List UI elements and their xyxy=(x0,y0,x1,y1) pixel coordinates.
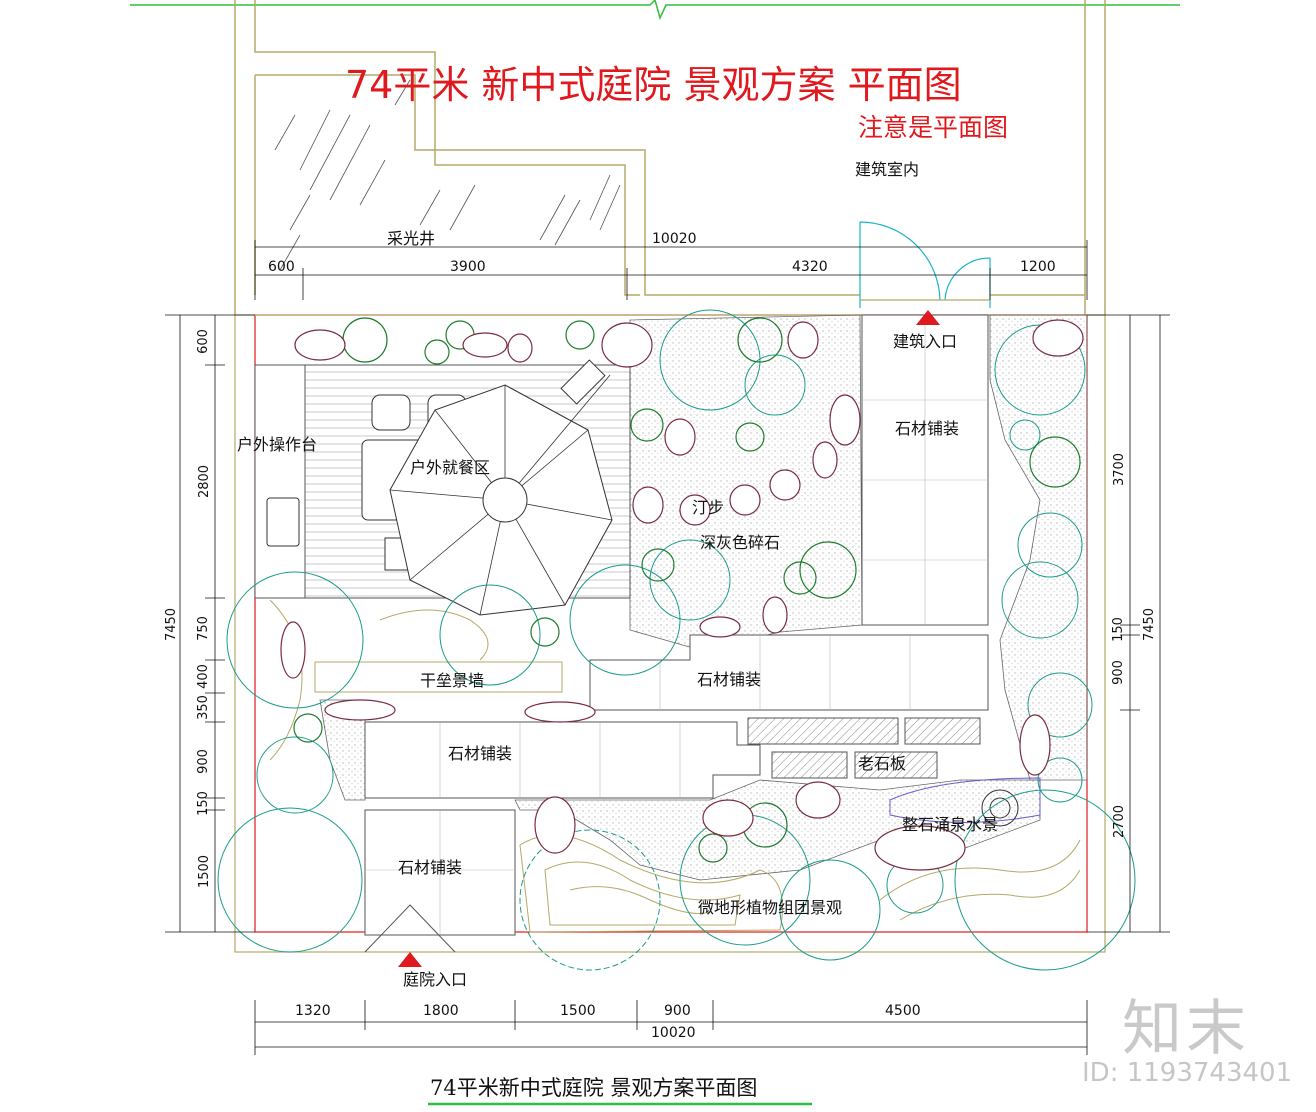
label-old-stone-slab: 老石板 xyxy=(858,754,907,773)
outer-wall xyxy=(234,314,1106,953)
dim-right-total: 7450 xyxy=(1142,607,1158,642)
drawing-title: 74平米新中式庭院 景观方案平面图 xyxy=(430,1076,758,1100)
watermark-brand: 知末 xyxy=(1122,994,1250,1064)
dim-bottom-a: 1320 xyxy=(295,1003,331,1019)
garden-gate xyxy=(364,904,456,953)
dim-left-g: 150 xyxy=(195,791,211,816)
fountain-feature xyxy=(889,777,1041,827)
label-lightwell: 采光井 xyxy=(387,229,436,248)
dim-left-c: 750 xyxy=(195,616,211,641)
garden-entrance-marker xyxy=(398,952,422,967)
page-title: 74平米 新中式庭院 景观方案 平面图 xyxy=(345,63,962,107)
top-boundary-line xyxy=(130,0,1180,21)
dim-top-d: 1200 xyxy=(1020,259,1056,275)
dimension-lines-top xyxy=(254,240,1088,300)
dim-left-total: 7450 xyxy=(164,607,180,642)
old-stone-slabs xyxy=(747,717,981,779)
dim-top-c: 4320 xyxy=(792,259,828,275)
gravel-areas xyxy=(319,314,1088,881)
label-stone-paving-3: 石材铺装 xyxy=(448,744,513,763)
counter-strip xyxy=(254,364,306,599)
plan-note: 注意是平面图 xyxy=(858,113,1009,142)
dim-top-b: 3900 xyxy=(450,259,486,275)
label-dry-masonry-wall: 干垒景墙 xyxy=(420,671,485,690)
dim-bottom-b: 1800 xyxy=(423,1003,459,1019)
label-stone-paving-4: 石材铺装 xyxy=(398,858,463,877)
dimension-lines-bottom xyxy=(254,1000,1088,1055)
dim-left-a: 600 xyxy=(195,329,211,354)
paving-grid xyxy=(365,315,988,935)
label-outdoor-counter: 户外操作台 xyxy=(237,435,318,454)
label-garden-entrance: 庭院入口 xyxy=(403,970,468,989)
dim-left-e: 350 xyxy=(195,695,211,720)
building-walls xyxy=(234,0,1106,315)
label-stepping-stones: 汀步 xyxy=(692,498,725,517)
dim-bottom-d: 900 xyxy=(664,1003,691,1019)
dim-bottom-e: 4500 xyxy=(885,1003,921,1019)
label-interior: 建筑室内 xyxy=(855,160,920,179)
label-stone-paving-1: 石材铺装 xyxy=(895,419,960,438)
dim-right-b: 150 xyxy=(1110,617,1126,642)
door-swing xyxy=(859,221,991,308)
dimension-lines-left xyxy=(165,314,255,933)
lightwell-hatch xyxy=(274,79,621,271)
dim-left-d: 400 xyxy=(195,664,211,689)
shrubs-dark xyxy=(293,317,1081,863)
dim-left-h: 1500 xyxy=(197,854,213,889)
sink xyxy=(266,497,300,547)
dim-bottom-total: 10020 xyxy=(651,1025,696,1041)
dim-left-f: 900 xyxy=(195,749,211,774)
dim-top-a: 600 xyxy=(268,259,295,275)
label-dark-gravel: 深灰色碎石 xyxy=(700,533,781,552)
label-micro-terrain: 微地形植物组团景观 xyxy=(698,898,843,917)
dim-top-total: 10020 xyxy=(652,231,697,247)
label-outdoor-dining: 户外就餐区 xyxy=(410,458,491,477)
dry-masonry-wall xyxy=(314,661,563,693)
label-stone-fountain: 整石涌泉水景 xyxy=(902,815,999,834)
watermark-id: ID: 1193743401 xyxy=(1082,1058,1293,1088)
dimension-lines-right xyxy=(1087,314,1170,933)
terrain-contours xyxy=(269,599,1081,933)
label-stone-paving-2: 石材铺装 xyxy=(697,670,762,689)
building-entrance-marker xyxy=(916,310,940,325)
dim-right-d: 2700 xyxy=(1112,804,1128,839)
rocks xyxy=(280,319,1084,871)
dim-right-a: 3700 xyxy=(1112,452,1128,487)
dim-left-b: 2800 xyxy=(197,464,213,499)
plants xyxy=(217,309,1136,971)
label-building-entrance: 建筑入口 xyxy=(893,332,958,351)
dim-right-c: 900 xyxy=(1110,660,1126,685)
dim-bottom-c: 1500 xyxy=(560,1003,596,1019)
